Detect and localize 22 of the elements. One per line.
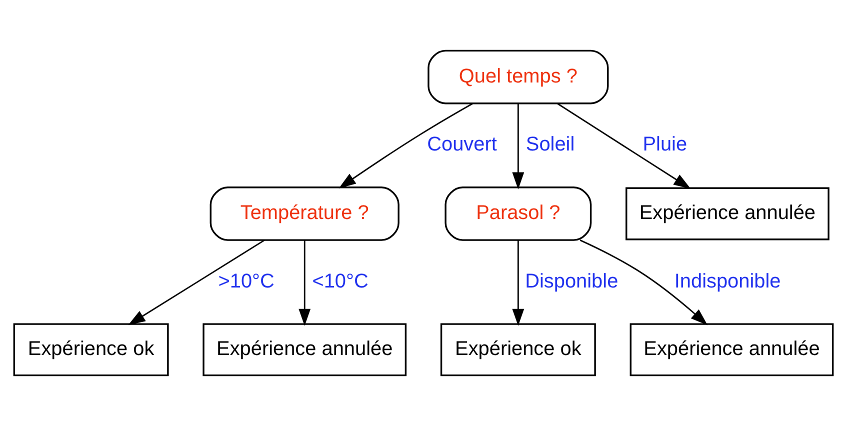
node-box: Expérience ok — [440, 323, 596, 376]
node-box: Expérience annulée — [626, 187, 830, 240]
edge-label: Couvert — [427, 134, 497, 156]
arrow — [557, 103, 691, 189]
node-box: Expérience ok — [13, 323, 169, 376]
edge-label: >10°C — [218, 270, 274, 292]
arrow — [298, 240, 311, 326]
arrow — [512, 104, 524, 190]
arrow — [580, 240, 708, 326]
node-box: Quel temps ? — [428, 50, 609, 104]
node-box: Parasol ? — [444, 186, 592, 241]
edge-label: <10°C — [312, 270, 368, 292]
edge-label: Indisponible — [674, 270, 781, 292]
arrow — [128, 240, 265, 326]
node-box: Température ? — [210, 186, 400, 241]
edge-label: Soleil — [526, 134, 575, 156]
arrow — [512, 240, 524, 326]
edge-label: Pluie — [642, 134, 688, 156]
node-box: Expérience annulée — [630, 323, 834, 376]
node-box: Expérience annulée — [202, 323, 407, 376]
arrow — [338, 102, 474, 188]
edge-label: Disponible — [525, 270, 618, 292]
